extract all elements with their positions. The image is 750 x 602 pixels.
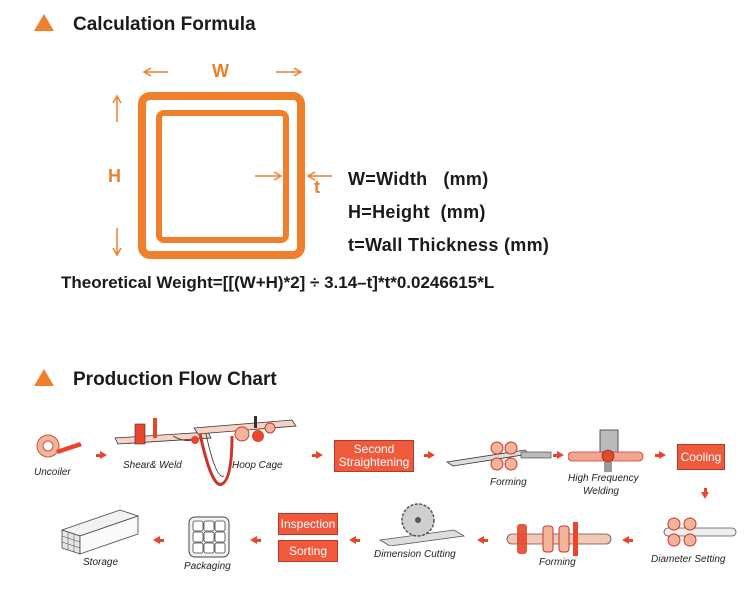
flow-diameter-setting-label: Diameter Setting (651, 554, 726, 565)
flow-storage-label: Storage (83, 557, 119, 568)
packaging-illustration (188, 516, 230, 558)
diameter-setting-illustration (663, 517, 737, 547)
flow-arrow-icon (250, 536, 261, 544)
forming-top-illustration (445, 441, 552, 471)
storage-illustration (60, 509, 140, 555)
sorting-box: Sorting (278, 540, 338, 562)
thickness-arrows (255, 171, 332, 181)
section-marker-icon (34, 14, 54, 31)
flow-hoop-cage-label: Hoop Cage (232, 460, 283, 471)
legend-width: W=Width (mm) (348, 169, 489, 189)
flow-arrow-icon (477, 536, 488, 544)
flow-arrow-icon (153, 536, 164, 544)
inspection-box: Inspection (278, 513, 338, 535)
flow-arrow-down-icon (701, 488, 709, 499)
second-straightening-line2: Straightening (338, 455, 410, 469)
second-straightening-box: Second Straightening (334, 440, 414, 472)
flow-section-title: Production Flow Chart (73, 369, 277, 390)
flow-hf-welding-line2: Welding (583, 486, 619, 497)
width-arrows (142, 67, 303, 77)
flow-forming-bottom-label: Forming (539, 557, 576, 568)
flow-arrow-icon (96, 451, 107, 459)
forming-bottom-illustration (506, 522, 612, 556)
height-arrows (112, 94, 122, 257)
hf-welding-illustration (568, 429, 644, 472)
legend-height: H=Height (mm) (348, 202, 486, 222)
flow-arrow-icon (655, 451, 666, 459)
uncoiler-illustration (36, 434, 82, 458)
flow-arrow-icon (622, 536, 633, 544)
flow-uncoiler-label: Uncoiler (34, 467, 71, 478)
weight-formula: Theoretical Weight=[[(W+H)*2] ÷ 3.14–t]*… (61, 273, 495, 292)
hoop-cage-illustration (193, 416, 297, 486)
dimension-cutting-illustration (378, 503, 466, 546)
flow-forming-top-label: Forming (490, 477, 527, 488)
square-tube-diagram (112, 67, 332, 259)
formula-section-title: Calculation Formula (73, 14, 256, 35)
height-symbol: H (108, 166, 121, 186)
flow-arrow-icon (553, 451, 564, 459)
flow-shear-weld-label: Shear& Weld (123, 460, 182, 471)
flow-arrow-icon (349, 536, 360, 544)
width-symbol: W (212, 61, 229, 81)
flow-arrow-icon (312, 451, 323, 459)
thickness-symbol: t (314, 177, 320, 197)
flow-hf-welding-line1: High Frequency (568, 473, 639, 484)
flow-dimension-cutting-label: Dimension Cutting (374, 549, 456, 560)
flow-arrow-icon (424, 451, 435, 459)
legend-thickness: t=Wall Thickness (mm) (348, 235, 550, 255)
flow-packaging-label: Packaging (184, 561, 231, 572)
shear-weld-illustration (114, 418, 212, 445)
second-straightening-line1: Second (353, 442, 395, 456)
section-marker-icon (34, 369, 54, 386)
cooling-box: Cooling (677, 444, 725, 470)
